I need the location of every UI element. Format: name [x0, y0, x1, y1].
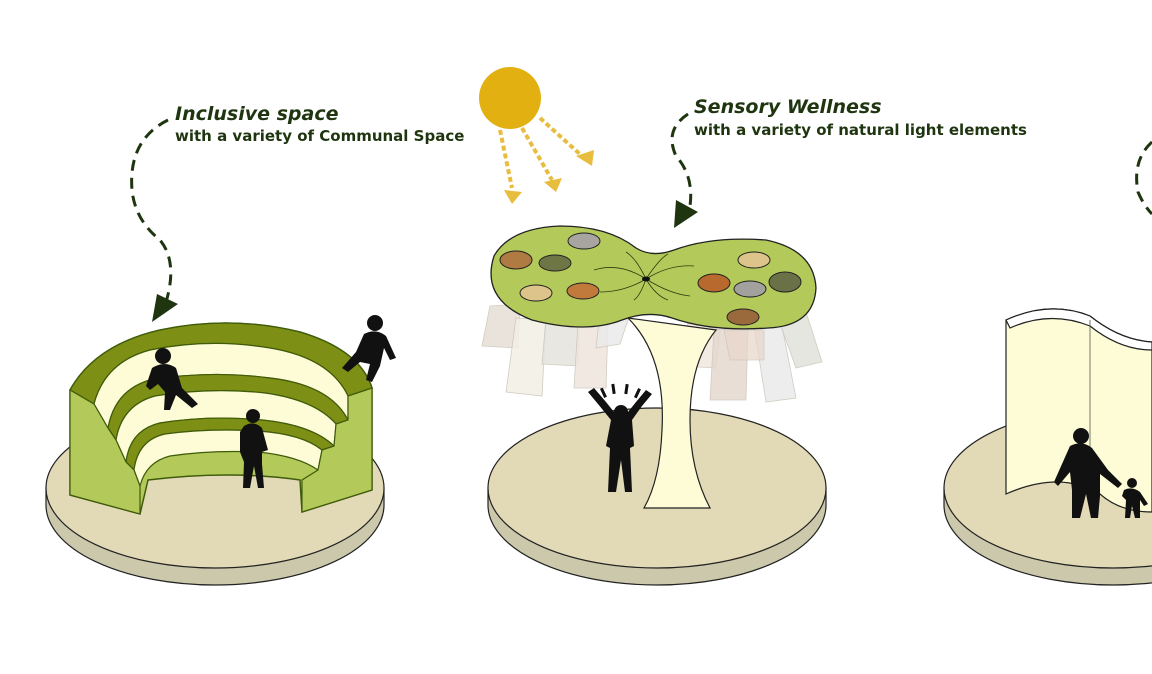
sun-icon: [479, 67, 594, 204]
caption-sensory-subtitle: with a variety of natural light elements: [694, 121, 1027, 139]
person-silhouette-icon: [588, 383, 652, 492]
dashed-arrow-right: [1135, 140, 1152, 216]
dashed-arrow-inclusive: [130, 118, 178, 322]
person-silhouette-icon: [1054, 428, 1122, 518]
amphitheatre-module: Inclusive space with a variety of Commun…: [45, 103, 464, 586]
canopy-module: Sensory Wellness with a variety of natur…: [479, 67, 1027, 586]
caption-inclusive-subtitle: with a variety of Communal Space: [175, 127, 464, 145]
wall-module: [943, 140, 1152, 586]
person-silhouette-icon: [342, 315, 396, 382]
dashed-arrow-sensory: [670, 112, 698, 228]
person-silhouette-icon: [240, 409, 268, 488]
caption-inclusive-title: Inclusive space: [175, 103, 339, 125]
platform-middle: [487, 407, 827, 586]
canopy-trunk: [626, 317, 718, 509]
person-silhouette-icon: [1122, 478, 1148, 518]
person-silhouette-icon: [146, 348, 198, 410]
canopy-top: [490, 225, 817, 330]
caption-sensory-title: Sensory Wellness: [694, 96, 882, 118]
